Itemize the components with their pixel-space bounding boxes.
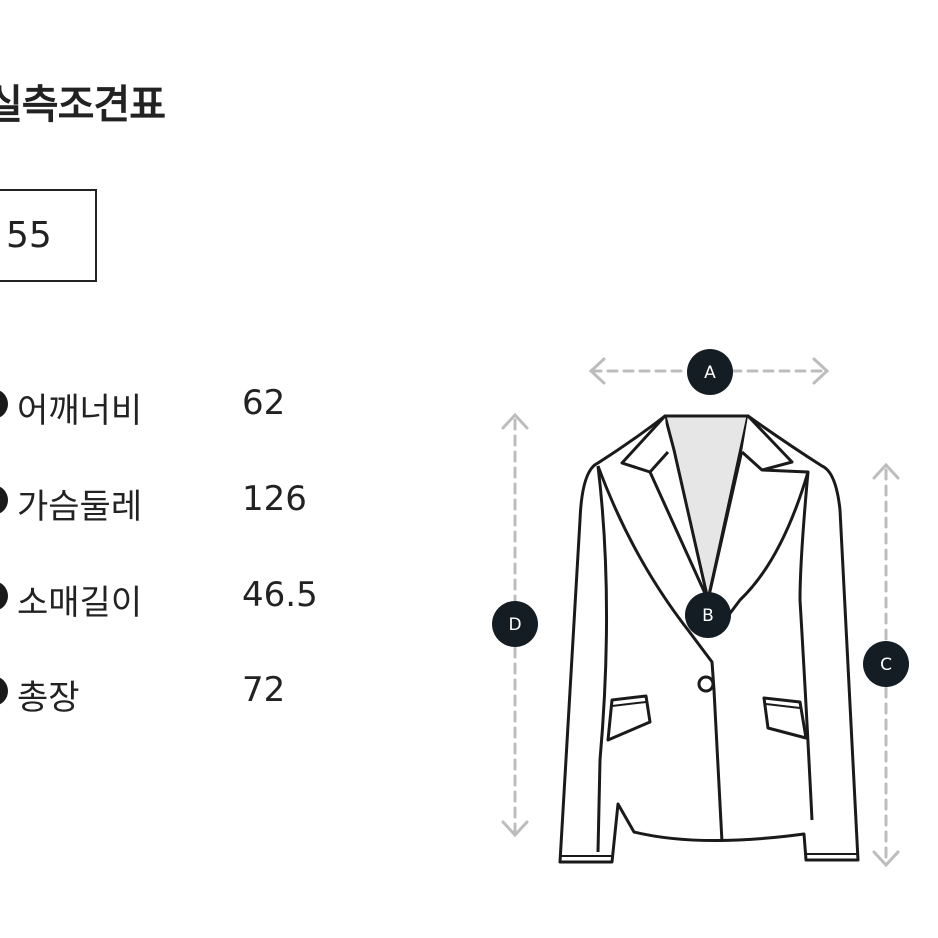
badge-a-label: A [704, 363, 716, 383]
badge-d: D [492, 601, 538, 647]
measurement-value: 126 [242, 479, 307, 519]
left-side-seam [596, 465, 609, 853]
badge-c-label: C [880, 655, 892, 675]
badge-c: C [863, 641, 909, 687]
arrow-down-icon [872, 850, 900, 868]
lapel-edge [648, 468, 810, 625]
badge-b-label: B [702, 606, 714, 626]
badge-d-icon [492, 601, 538, 647]
size-value: 55 [6, 215, 52, 256]
marker-b-icon: B [0, 485, 8, 515]
measurement-row-sleeve: C 소매길이 46.5 [0, 575, 400, 625]
measurement-label: 총장 [17, 678, 80, 718]
left-pocket-flap [606, 694, 652, 742]
badge-b-icon [685, 592, 731, 638]
arrow-down-icon [501, 820, 529, 838]
marker-d-icon: D [0, 676, 8, 706]
measurement-label: 소매길이 [17, 583, 143, 623]
jacket-diagram: A B C D [492, 349, 909, 868]
pocket-welts [611, 701, 801, 709]
arrow-up-icon [872, 462, 900, 480]
measurement-value: 46.5 [242, 575, 318, 615]
arrow-left-icon [588, 357, 606, 385]
measurement-value: 72 [242, 670, 286, 710]
arrow-up-icon [501, 412, 529, 430]
cuff-lines [560, 853, 858, 857]
marker-c-icon: C [0, 581, 8, 611]
marker-a-icon: A [0, 389, 8, 419]
right-collar [740, 414, 794, 472]
badge-b: B [685, 592, 731, 638]
jacket-outline [558, 414, 860, 864]
button [697, 675, 715, 693]
left-lapel [596, 465, 724, 843]
measurement-row-length: D 총장 72 [0, 670, 400, 720]
badge-a: A [687, 349, 733, 395]
left-collar [620, 414, 670, 474]
badge-d-label: D [508, 615, 521, 635]
arrow-right-icon [812, 357, 830, 385]
page-title: 실측조견표 [0, 82, 166, 128]
measurement-value: 62 [242, 383, 286, 423]
measurement-label: 어깨너비 [17, 391, 143, 431]
size-box: 55 [0, 189, 97, 282]
badge-c-icon [863, 641, 909, 687]
measurement-row-chest: B 가슴둘레 126 [0, 479, 400, 529]
measurement-row-shoulder: A 어깨너비 62 [0, 383, 400, 433]
badge-a-icon [687, 349, 733, 395]
measurement-label: 가슴둘레 [17, 487, 143, 527]
right-side-seam [798, 471, 814, 821]
